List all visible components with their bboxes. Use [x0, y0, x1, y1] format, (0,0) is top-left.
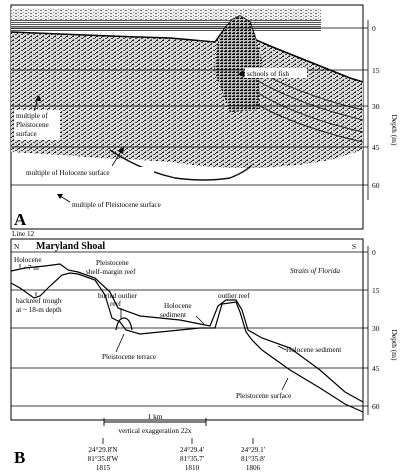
multiple-pleistocene-arrow-head: [35, 95, 41, 101]
multiple-pleistocene-surface-arrow: [59, 195, 71, 203]
buried-line1: buried outlier: [98, 292, 138, 300]
north-label: N: [14, 243, 20, 251]
panel-b-depth-lines: [11, 251, 368, 407]
pleistocene-terrace-label: Pleistocene terrace: [102, 353, 156, 361]
fix-ticks: [102, 438, 254, 444]
panel-a-tick-30: 30: [372, 102, 380, 111]
position-3-fix: 1806: [246, 464, 261, 472]
outlier-reef-label: outlier reef: [218, 292, 250, 300]
panel-a-tick-15: 15: [372, 66, 380, 75]
panel-b-title: Maryland Shoal: [36, 241, 105, 252]
pleistocene-surface-line: [10, 272, 364, 413]
multiple-holocene-arrow-head: [118, 147, 124, 154]
position-2-lon: 81°35.7': [180, 455, 204, 463]
panel-b-depth-label: Depth (m): [390, 329, 399, 361]
holocene-sediment-line2: sediment: [160, 311, 186, 319]
multiple-holocene-arrow: [111, 149, 123, 167]
holocene-sediment-line1: Holocene: [164, 302, 192, 310]
position-3-lon: 81°35.8': [241, 455, 265, 463]
seismic-reflection: [11, 16, 363, 168]
shelf-margin-line1: Pleistocene: [96, 259, 129, 267]
holocene-sediment-arrow: [195, 315, 205, 325]
panel-a-tick-60: 60: [372, 181, 380, 190]
buried-line2: reef: [110, 300, 122, 308]
line-label: Line 12: [12, 230, 35, 238]
multiple-holocene-label: multiple of Holocene surface: [26, 169, 110, 177]
schools-of-fish-label: schools of fish: [247, 70, 289, 78]
backreef-line1: backreef trough: [16, 297, 62, 305]
holocene-label: Holocene: [14, 256, 42, 264]
fish-label-bg: [245, 68, 307, 78]
pleistocene-terrace-arrow: [115, 333, 125, 353]
multiple-pleistocene-label-bg: [14, 110, 60, 140]
pleistocene-surface-arrow: [281, 377, 289, 391]
panel-b: Line 12 N S Maryland Shoal Straits of Fl…: [10, 230, 399, 472]
holocene-surface-line: [10, 263, 364, 403]
panel-b-tick-0: 0: [372, 248, 376, 257]
scale-exaggeration: vertical exaggeration 22x: [118, 427, 191, 435]
multiple-pleistocene-line2: Pleistocene: [16, 121, 49, 129]
holocene-sediment-right-arrow: [277, 345, 287, 351]
multiple-pleistocene-surface-label-bg: [70, 199, 200, 209]
panel-a-tick-45: 45: [372, 143, 380, 152]
holocene-depth-label: ~7 m: [24, 264, 39, 272]
multiple-pleistocene-surface-arrow-head: [57, 194, 63, 199]
panel-b-tick-30: 30: [372, 324, 380, 333]
position-1-lon: 81°35.8'W: [88, 455, 119, 463]
multiple-pleistocene-surface-label: multiple of Pleistocene surface: [72, 201, 161, 209]
backreef-line2: at ~ 18-m depth: [16, 306, 62, 314]
position-1-lat: 24°29.8'N: [88, 446, 118, 454]
panel-b-letter: B: [14, 448, 25, 467]
shelf-margin-line2: shelf-margin reef: [86, 268, 136, 276]
holocene-multiple-curve: [109, 149, 253, 181]
buried-outlier-reef-mound: [115, 317, 133, 331]
panel-a-depth-label: Depth (m): [390, 114, 399, 146]
panel-a-tick-0: 0: [372, 24, 376, 33]
panel-a: 0 15 30 45 60 Depth (m) schools of fish …: [10, 4, 399, 230]
panel-a-depth-lines: [11, 27, 368, 186]
surface-reflectors: [11, 20, 321, 32]
panel-b-tick-45: 45: [372, 364, 380, 373]
straits-label: Straits of Florida: [290, 267, 340, 275]
position-2-lat: 24°29.4': [180, 446, 204, 454]
multiple-pleistocene-line1: multiple of: [16, 112, 48, 120]
south-label: S: [352, 243, 356, 251]
holocene-sediment-right-label: Holocene sediment: [286, 346, 341, 354]
panel-a-letter: A: [14, 210, 27, 229]
scale-distance: 1 km: [148, 413, 163, 421]
position-1-fix: 1815: [96, 464, 111, 472]
multiple-holocene-label-bg: [24, 167, 154, 177]
panel-b-tick-15: 15: [372, 286, 380, 295]
pleistocene-surface-label: Pleistocene surface: [236, 392, 291, 400]
fish-arrow-head: [238, 71, 244, 77]
position-3-lat: 24°29.1': [241, 446, 265, 454]
reef-mound: [214, 16, 262, 112]
surface-band: [11, 8, 321, 20]
position-2-fix: 1810: [185, 464, 200, 472]
panel-b-tick-60: 60: [372, 402, 380, 411]
multiple-pleistocene-line3: surface: [16, 130, 37, 138]
